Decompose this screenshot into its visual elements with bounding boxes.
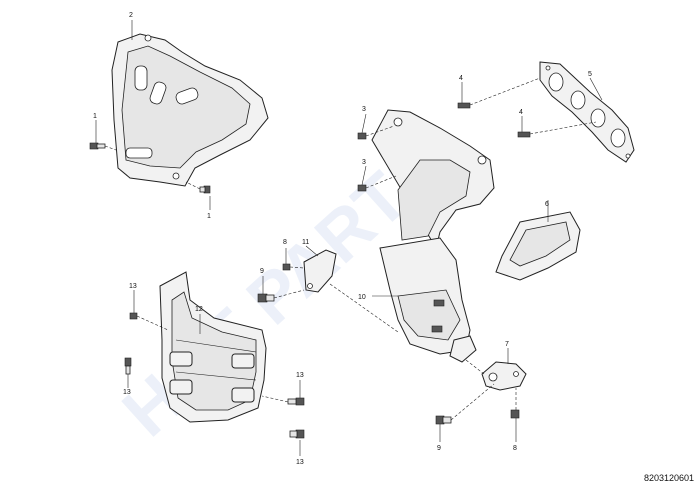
- bolt-13-b: [124, 357, 132, 375]
- callout-7: 7: [505, 341, 509, 348]
- callout-12: 12: [195, 306, 203, 313]
- stud-4-upper: [457, 102, 471, 109]
- bolt-3-lower: [357, 184, 367, 192]
- callout-13-a: 13: [129, 283, 137, 290]
- drawing-code: 8203120601: [643, 473, 694, 483]
- callout-11: 11: [302, 239, 309, 246]
- callout-3-lower: 3: [362, 159, 366, 166]
- callout-13-b: 13: [123, 389, 131, 396]
- callout-10: 10: [358, 294, 366, 301]
- callout-13-c: 13: [296, 372, 304, 379]
- bolt-3-upper: [357, 132, 367, 140]
- callout-4-upper: 4: [459, 75, 463, 82]
- callout-13-d: 13: [296, 459, 304, 466]
- bolt-9-flange: [435, 415, 452, 425]
- bolt-13-c: [287, 397, 305, 406]
- callout-9-bracket: 9: [260, 268, 264, 275]
- flange-gasket: [481, 361, 527, 391]
- bolt-13-d: [289, 429, 305, 439]
- stud-4-lower: [517, 131, 531, 138]
- catalytic-heat-shield: [159, 271, 267, 423]
- bolt-9-bracket: [257, 293, 275, 303]
- exhaust-manifold-catalytic-converter: [371, 109, 495, 363]
- manifold-heat-shield: [495, 211, 581, 281]
- callout-8-flange: 8: [513, 445, 517, 452]
- callout-1-upper: 1: [93, 113, 97, 120]
- callouts: 2 1 1 4 4 5 3 3 6 10 11 8 9 12 13 13 13 …: [93, 12, 592, 466]
- callout-1-lower: 1: [207, 213, 211, 220]
- callout-9-flange: 9: [437, 445, 441, 452]
- bolt-1-bottom: [199, 185, 211, 194]
- callout-5: 5: [588, 71, 592, 78]
- nut-8-bracket: [282, 263, 291, 271]
- nut-8-flange: [510, 409, 520, 419]
- callout-8-bracket: 8: [283, 239, 287, 246]
- bolt-1-left: [89, 142, 106, 150]
- upper-heat-shield: [111, 33, 269, 187]
- bracket: [303, 249, 337, 293]
- callout-3-upper: 3: [362, 106, 366, 113]
- manifold-gasket: [539, 61, 635, 163]
- callout-6: 6: [545, 201, 549, 208]
- callout-4-lower: 4: [519, 109, 523, 116]
- bolt-13-a: [129, 312, 138, 320]
- callout-2: 2: [129, 12, 133, 19]
- leader-lines: [95, 20, 603, 456]
